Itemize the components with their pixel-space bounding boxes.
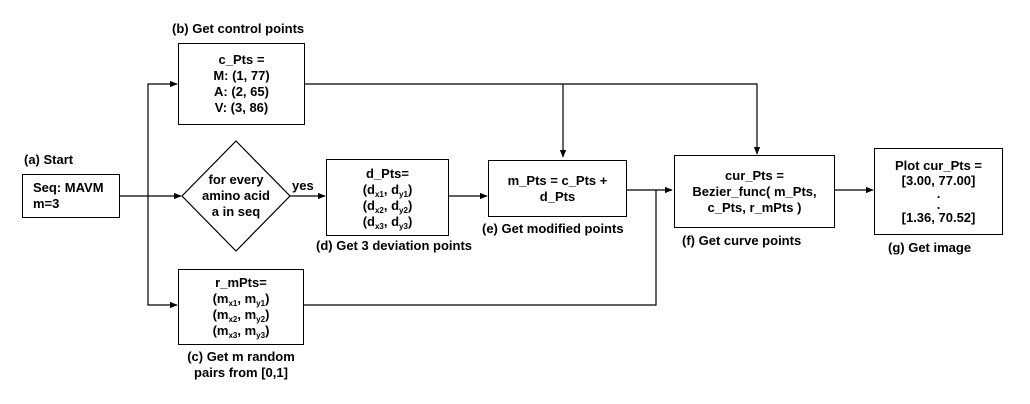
image-line-4: . [936, 197, 941, 212]
decision-diamond [181, 140, 291, 252]
start-line-1: Seq: MAVM [33, 180, 104, 195]
modified-points-line-2: d_Pts [539, 188, 576, 204]
random-pair-row: (mx1, my1) [212, 291, 270, 308]
control-points-box: c_Pts = M: (1, 77) A: (2, 65) V: (3, 86) [178, 43, 305, 125]
modified-points-caption: (e) Get modified points [482, 221, 624, 236]
control-point-row: V: (3, 86) [214, 100, 269, 115]
deviation-points-caption: (d) Get 3 deviation points [316, 238, 473, 253]
image-box: Plot cur_Pts = [3.00, 77.00] . . [1.36, … [874, 148, 1003, 235]
image-line-3: . [936, 186, 941, 201]
decision-line-3: a in seq [211, 204, 261, 219]
random-pairs-caption-line-1: (c) Get m random [187, 349, 295, 364]
deviation-points-title: d_Pts= [366, 165, 409, 181]
decision-text: for every amino acid a in seq [186, 172, 286, 220]
image-line-5: [1.36, 70.52] [901, 210, 976, 225]
decision-line-2: amino acid [202, 188, 270, 203]
curve-points-line-1: cur_Pts = [725, 167, 784, 183]
start-box: Seq: MAVM m=3 [22, 174, 120, 218]
edge-random-curve [304, 190, 657, 306]
random-pairs-caption-line-2: pairs from [0,1] [194, 365, 288, 380]
modified-points-box: m_Pts = c_Pts + d_Pts [488, 160, 627, 217]
curve-points-line-2: Bezier_func( m_Pts, [692, 183, 817, 199]
random-pairs-title: r_mPts= [215, 275, 267, 290]
edge-start-random [147, 196, 178, 309]
deviation-points-box: d_Pts= (dx1, dy1) (dx2, dy2) (dx3, dy3) [326, 159, 449, 236]
random-pair-row: (mx3, my3) [212, 323, 270, 340]
edge-start-control [147, 80, 178, 196]
random-pairs-caption: (c) Get m random pairs from [0,1] [170, 349, 312, 381]
start-line-2: m=3 [33, 196, 60, 211]
control-points-title: c_Pts = [218, 52, 265, 67]
yes-label: yes [292, 178, 314, 193]
deviation-row: (dx3, dy3) [362, 213, 413, 231]
random-pairs-box: r_mPts= (mx1, my1) (mx2, my2) (mx3, my3) [178, 269, 304, 345]
random-pair-row: (mx2, my2) [212, 307, 270, 324]
control-points-caption: (b) Get control points [172, 21, 305, 36]
image-caption: (g) Get image [888, 240, 972, 255]
control-point-row: A: (2, 65) [214, 84, 269, 99]
image-line-1: Plot cur_Pts = [894, 158, 983, 173]
image-line-2: [3.00, 77.00] [901, 173, 976, 188]
edge-control-curve [305, 83, 761, 155]
decision-line-1: for every [208, 172, 264, 187]
start-caption: (a) Start [24, 152, 74, 167]
deviation-row: (dx2, dy2) [362, 197, 413, 215]
control-point-row: M: (1, 77) [213, 68, 270, 83]
modified-points-line-1: m_Pts = c_Pts + [507, 172, 608, 188]
curve-points-line-3: c_Pts, r_mPts ) [707, 199, 802, 215]
curve-points-box: cur_Pts = Bezier_func( m_Pts, c_Pts, r_m… [674, 155, 835, 228]
curve-points-caption: (f) Get curve points [682, 233, 802, 248]
deviation-row: (dx1, dy1) [362, 181, 413, 199]
